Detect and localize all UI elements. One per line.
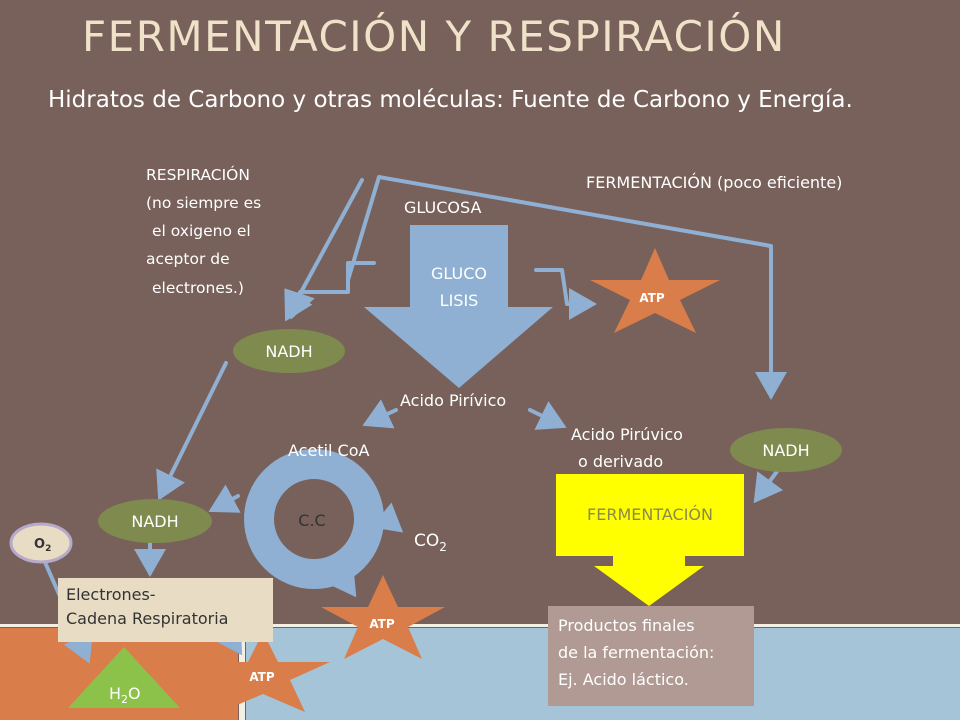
nadh-label-left: NADH [131, 512, 178, 531]
acido-piruvico-label: Acido Pirívico [400, 391, 506, 410]
atp-label-middle: ATP [369, 617, 395, 631]
respiracion-label-line4: aceptor de [146, 250, 230, 268]
co2-base: CO [414, 531, 439, 551]
glucolisis-arrow [364, 225, 553, 388]
respiracion-label-line2: (no siempre es [146, 194, 262, 212]
respiracion-label-line1: RESPIRACIÓN [146, 166, 250, 184]
electrones-line2: Cadena Respiratoria [66, 609, 229, 628]
glucolisis-label-line2: LISIS [440, 291, 479, 310]
fermentacion-box: FERMENTACIÓN [556, 474, 744, 556]
o2-ellipse [9, 522, 73, 564]
cc-label: C.C [298, 511, 325, 530]
slide-title: FERMENTACIÓN Y RESPIRACIÓN [82, 12, 786, 61]
co2-sub: 2 [439, 540, 447, 554]
o2-base: O [34, 537, 45, 552]
cc-to-nadh-arrow [208, 484, 241, 513]
acetil-coa-label: Acetil CoA [288, 441, 370, 460]
fermentacion-arrowhead [594, 556, 704, 606]
h2o-label: H2O [109, 684, 141, 706]
productos-finales-box: Productos finales de la fermentación: Ej… [548, 606, 754, 706]
slide-subtitle: Hidratos de Carbono y otras moléculas: F… [48, 87, 853, 113]
respiracion-label-line3: el oxigeno el [152, 222, 251, 240]
glucolisis-right-arrow [534, 268, 597, 320]
cc-to-co2-arrow [371, 502, 404, 533]
respiracion-connector [346, 175, 787, 400]
nadh-to-fermentacion-arrow [753, 468, 784, 504]
to-piruvico-arrow [528, 401, 567, 430]
productos-line2: de la fermentación: [558, 643, 715, 662]
fermentacion-label: FERMENTACIÓN (poco eficiente) [586, 173, 843, 192]
electrones-box: Electrones- Cadena Respiratoria [58, 578, 273, 642]
electrones-line1: Electrones- [66, 585, 156, 604]
o2-label: O2 [34, 537, 51, 554]
nadh-label-right: NADH [762, 441, 809, 460]
atp-label-top: ATP [639, 291, 665, 305]
bottom-band-divider [0, 624, 960, 627]
h2o-h: H [109, 684, 121, 703]
nadh-ellipse-top [233, 329, 345, 373]
atp-label-bottom: ATP [249, 670, 275, 684]
o2-sub: 2 [45, 544, 51, 554]
glucolisis-left-arrow [284, 261, 376, 320]
glucosa-label: GLUCOSA [404, 198, 482, 217]
acido-piruvico-derivado-line2: o derivado [578, 452, 663, 471]
ciclo-citrico-ring [244, 449, 384, 589]
acido-piruvico-derivado-line1: Acido Pirúvico [571, 425, 683, 444]
h2o-triangle [68, 647, 180, 708]
co2-label: CO2 [414, 531, 447, 554]
nadh-ellipse-left [98, 499, 212, 543]
h2o-sub: 2 [121, 693, 128, 706]
productos-line1: Productos finales [558, 616, 695, 635]
glucolisis-label-line1: GLUCO [431, 264, 487, 283]
respiracion-label-line5: electrones.) [152, 279, 244, 297]
nadh-ellipse-right [730, 428, 842, 472]
nadh-to-nadh-arrow [156, 361, 228, 501]
atp-star-top [590, 248, 720, 333]
productos-line3: Ej. Acido láctico. [558, 670, 689, 689]
nadh-label-top: NADH [265, 342, 312, 361]
h2o-o: O [128, 684, 141, 703]
atp-star-middle [321, 575, 445, 659]
to-acetil-arrow [362, 399, 398, 429]
atp-star-bottom [196, 632, 330, 712]
